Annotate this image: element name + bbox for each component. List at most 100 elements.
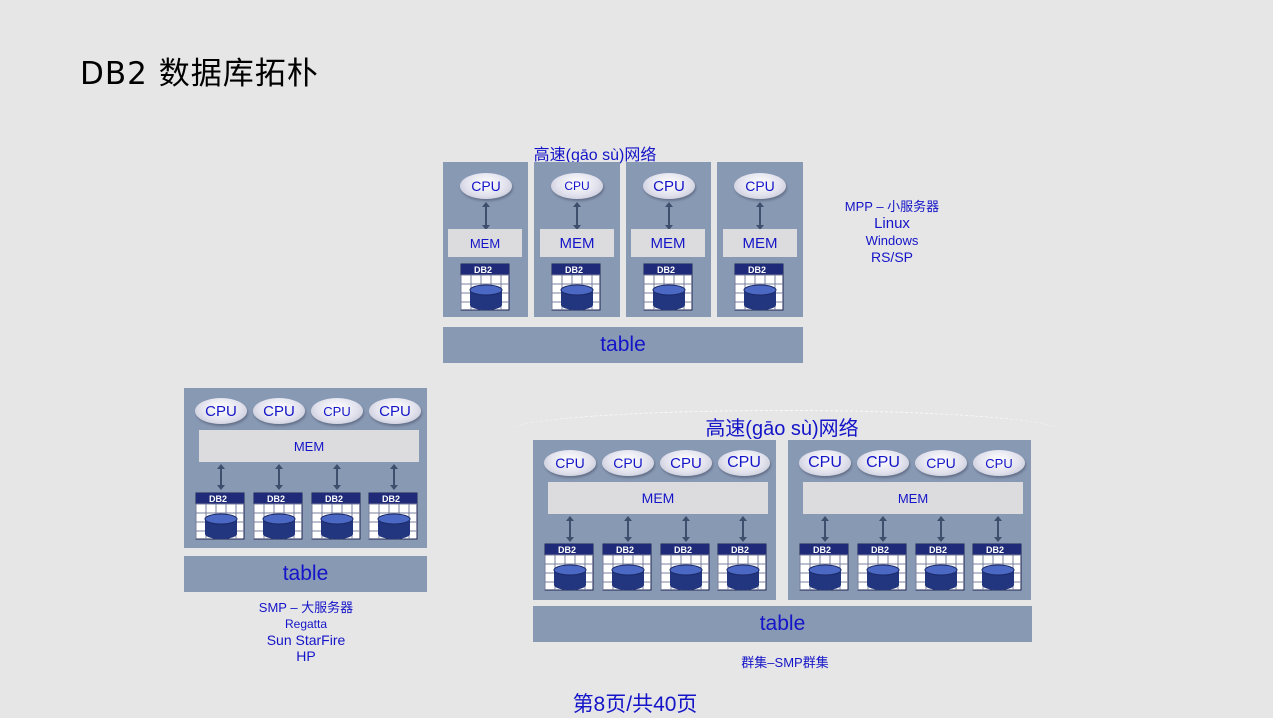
db2-icon-graphic: DB2 [544, 543, 594, 591]
desc-line: MPP – 小服务器 [844, 199, 940, 214]
cpu-chip: CPU [643, 173, 695, 199]
cpu-chip: CPU [253, 398, 305, 424]
db2-icon-graphic: DB2 [368, 492, 418, 540]
db2-database-icon: DB2 [717, 543, 767, 591]
db2-database-icon: DB2 [734, 263, 784, 311]
mem-block: MEM [540, 229, 614, 257]
mem-label: MEM [469, 235, 501, 251]
table-label: table [600, 333, 646, 356]
db2-icon-text: DB2 [871, 545, 889, 555]
db2-icon-text: DB2 [674, 545, 692, 555]
db2-icon-graphic: DB2 [602, 543, 652, 591]
cpu-chip: CPU [734, 173, 786, 199]
mem-db-arrow [879, 516, 887, 542]
smp-description: SMP – 大服务器 Regatta Sun StarFire HP [226, 600, 386, 664]
cpu-chip: CPU [369, 398, 421, 424]
db2-icon-graphic: DB2 [460, 263, 510, 311]
cpu-chip: CPU [460, 173, 512, 199]
db2-icon-text: DB2 [558, 545, 576, 555]
mpp-node: CPU MEM DB2 [534, 162, 620, 317]
cluster-table-bar: table [533, 606, 1032, 642]
mem-block: MEM [803, 482, 1023, 514]
cpu-chip: CPU [195, 398, 247, 424]
db2-database-icon: DB2 [460, 263, 510, 311]
mem-db-arrow [624, 516, 632, 542]
cluster-network-label: 高速(gāo sù)网络 [705, 418, 859, 440]
db2-icon-graphic: DB2 [734, 263, 784, 311]
db2-database-icon: DB2 [915, 543, 965, 591]
cpu-chip: CPU [973, 450, 1025, 476]
db2-icon-graphic: DB2 [915, 543, 965, 591]
mem-db-arrow [390, 464, 398, 490]
desc-line: Regatta [284, 617, 328, 631]
cpu-label: CPU [985, 455, 1013, 471]
table-label: table [282, 562, 329, 585]
db2-icon-text: DB2 [565, 265, 583, 275]
cpu-label: CPU [866, 454, 900, 471]
desc-line: HP [296, 648, 316, 664]
db2-icon-graphic: DB2 [253, 492, 303, 540]
page-number: 第8页/共40页 [572, 693, 698, 716]
cpu-chip: CPU [551, 173, 603, 199]
mem-db-arrow [994, 516, 1002, 542]
cpu-chip: CPU [718, 450, 770, 476]
mem-db-arrow [566, 516, 574, 542]
db2-database-icon: DB2 [544, 543, 594, 591]
mem-db-arrow [682, 516, 690, 542]
cpu-label: CPU [471, 178, 501, 194]
db2-icon-graphic: DB2 [857, 543, 907, 591]
db2-icon-graphic: DB2 [195, 492, 245, 540]
mem-label: MEM [559, 234, 595, 252]
cpu-label: CPU [653, 177, 685, 195]
db2-icon-text: DB2 [616, 545, 634, 555]
cpu-chip: CPU [857, 450, 909, 476]
cpu-chip: CPU [660, 450, 712, 476]
page-title: DB2 数据库拓朴 [80, 56, 319, 92]
cpu-label: CPU [379, 402, 411, 420]
mem-label: MEM [293, 438, 325, 454]
db2-database-icon: DB2 [972, 543, 1022, 591]
db2-database-icon: DB2 [195, 492, 245, 540]
cpu-mem-arrow [756, 202, 764, 230]
db2-icon-text: DB2 [929, 545, 947, 555]
network-arc [510, 410, 1060, 451]
smp-table-bar: table [184, 556, 427, 592]
cpu-mem-arrow [665, 202, 673, 230]
mem-db-arrow [821, 516, 829, 542]
mem-label: MEM [742, 234, 778, 252]
db2-icon-graphic: DB2 [972, 543, 1022, 591]
mpp-network-label: 高速(gāo sù)网络 [533, 147, 657, 164]
db2-database-icon: DB2 [253, 492, 303, 540]
db2-icon-graphic: DB2 [551, 263, 601, 311]
cpu-chip: CPU [602, 450, 654, 476]
db2-icon-graphic: DB2 [799, 543, 849, 591]
cpu-label: CPU [555, 455, 585, 471]
cpu-label: CPU [263, 402, 295, 420]
db2-database-icon: DB2 [368, 492, 418, 540]
db2-icon-text: DB2 [813, 545, 831, 555]
db2-icon-text: DB2 [382, 494, 400, 504]
db2-database-icon: DB2 [857, 543, 907, 591]
mpp-table-bar: table [443, 327, 803, 363]
db2-icon-text: DB2 [209, 494, 227, 504]
mem-db-arrow [739, 516, 747, 542]
db2-icon-text: DB2 [986, 545, 1004, 555]
desc-line: RS/SP [870, 249, 913, 265]
mpp-node: CPU MEM DB2 [717, 162, 803, 317]
desc-line: Linux [874, 215, 910, 232]
mpp-node: CPU MEM DB2 [626, 162, 711, 317]
mem-db-arrow [275, 464, 283, 490]
db2-icon-text: DB2 [731, 545, 749, 555]
mem-db-arrow [217, 464, 225, 490]
mpp-node: CPU MEM DB2 [443, 162, 528, 317]
db2-icon-text: DB2 [657, 265, 675, 275]
table-label: table [759, 612, 806, 635]
desc-line: SMP – 大服务器 [258, 600, 354, 615]
db2-icon-graphic: DB2 [660, 543, 710, 591]
mem-label: MEM [897, 490, 929, 506]
db2-icon-graphic: DB2 [311, 492, 361, 540]
cluster-node: CPU CPU CPU CPU MEM DB2 DB2 DB2 DB2 [788, 440, 1031, 600]
mem-block: MEM [548, 482, 768, 514]
mem-db-arrow [937, 516, 945, 542]
cpu-label: CPU [670, 454, 702, 472]
